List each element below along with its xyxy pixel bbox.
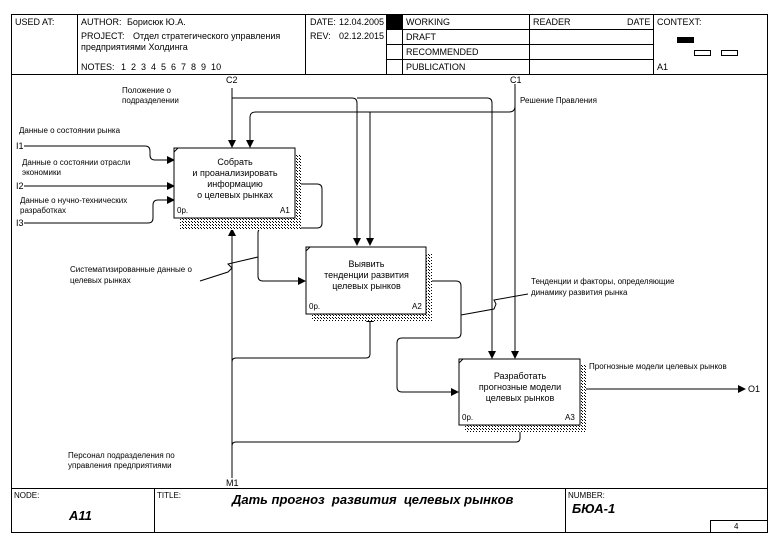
label-rynok: Данные о состоянии рынка: [19, 126, 121, 135]
node-value: A11: [69, 508, 92, 523]
box-a1-line: о целевых рынках: [197, 190, 273, 200]
box-a3-line: целевых рынков: [485, 393, 555, 403]
arrow-c1-branch-a1: [246, 105, 516, 148]
working-status-marker: [387, 15, 402, 29]
box-a1: [173, 147, 296, 219]
box-a3-line: Разработать: [493, 371, 547, 381]
page-number-box: [710, 520, 768, 533]
tunnel-m1: M1: [226, 478, 239, 488]
context-box-icon: [694, 50, 711, 56]
label-polozhenie: Положение о: [122, 86, 171, 95]
box-a2-number: A2: [412, 302, 422, 311]
footer-frame: [11, 488, 768, 533]
label-nauch: разработках: [20, 206, 67, 215]
project-value-line1: Отдел стратегического управления: [133, 31, 281, 41]
node-label: NODE:: [14, 491, 40, 500]
label-leader-tend: [460, 293, 529, 316]
arrow-m1-branch-a3: [231, 424, 524, 447]
number-value: БЮА-1: [572, 501, 616, 516]
label-personal: Персонал подразделения по: [68, 451, 175, 460]
status-publication: PUBLICATION: [406, 62, 466, 72]
label-prognoz: Прогнозные модели целевых рынков: [589, 362, 727, 371]
box-a1-cost: 0р.: [177, 206, 189, 215]
used-at-label: USED AT:: [15, 17, 55, 27]
tunnel-i2: I2: [16, 181, 24, 191]
label-nauch: Данные о нучно-технических: [20, 196, 128, 205]
reader-label: READER: [533, 17, 571, 27]
tunnel-c1: C1: [510, 75, 522, 85]
box-a3-cost: 0р.: [462, 413, 474, 422]
notes-label: NOTES:: [81, 62, 115, 72]
label-tend: Тенденции и факторы, определяющие: [531, 277, 675, 286]
arrow-c2-branch-a2: [232, 97, 361, 246]
author-value: Борисюк Ю.А.: [127, 17, 186, 27]
divider: [77, 14, 78, 75]
arrow-i1: [24, 145, 175, 164]
tunnel-o1: O1: [748, 384, 761, 394]
tunnel-c2: C2: [226, 75, 238, 85]
rev-label: REV:: [310, 31, 331, 41]
date-value: 12.04.2005: [339, 17, 385, 27]
status-recommended: RECOMMENDED: [406, 47, 479, 57]
box-a2: [305, 246, 427, 315]
status-working: WORKING: [406, 17, 450, 27]
box-a2-cost: 0р.: [309, 302, 321, 311]
arrow-i3: [24, 196, 175, 224]
label-reshenie: Решение Правления: [520, 96, 597, 105]
divider: [386, 59, 653, 60]
number-label: NUMBER:: [568, 491, 605, 500]
label-otrasl: экономики: [22, 168, 61, 177]
divider: [386, 29, 653, 30]
project-label: PROJECT:: [81, 31, 125, 41]
tunnel-i3: I3: [16, 218, 24, 228]
box-a1-number: A1: [280, 206, 290, 215]
status-draft: DRAFT: [406, 32, 436, 42]
divider: [653, 14, 654, 75]
context-label: CONTEXT:: [657, 17, 702, 27]
author-label: AUTHOR:: [81, 17, 122, 27]
rev-value: 02.12.2015: [339, 31, 385, 41]
diagram-frame: [11, 74, 768, 489]
reader-date-label: DATE: [627, 17, 651, 27]
label-tend: динамику развития рынка: [531, 288, 628, 297]
divider: [565, 488, 566, 533]
arrow-a2-to-a3: [396, 280, 462, 396]
date-label: DATE:: [310, 17, 336, 27]
box-a1-line: и проанализировать: [192, 168, 278, 178]
title-label: TITLE:: [157, 491, 182, 500]
box-a1-line: Собрать: [217, 157, 253, 167]
label-sistem: целевых рынках: [70, 276, 131, 285]
tunnel-i1: I1: [16, 141, 24, 151]
label-polozhenie: подразделении: [122, 96, 179, 105]
label-personal: управления предприятиями: [68, 461, 172, 470]
box-a2-line: тенденции развития: [324, 270, 409, 280]
context-node: A1: [657, 62, 669, 72]
divider: [305, 14, 306, 75]
box-a3-number: A3: [565, 413, 575, 422]
notes-value: 1 2 3 4 5 6 7 8 9 10: [121, 62, 222, 72]
project-value-line2: предприятиями Холдинга: [81, 42, 188, 52]
arrow-c2-branch-a3: [357, 97, 496, 359]
box-a2-line: целевых рынков: [332, 281, 401, 291]
label-otrasl: Данные о состоянии отрасли: [22, 158, 131, 167]
box-a3-title[interactable]: Разработать прогнозные модели целевых ры…: [460, 371, 580, 404]
header-frame: [11, 14, 768, 75]
label-sistem: Систематизированные данные о: [70, 265, 192, 274]
box-a1-title[interactable]: Собрать и проанализировать информацию о …: [175, 157, 295, 201]
arrow-m1-branch-a2: [231, 314, 374, 363]
box-a3: [458, 358, 581, 426]
context-box-icon: [721, 50, 738, 56]
page-number: 4: [734, 522, 739, 531]
diagram-title: Дать прогноз развития целевых рынков: [232, 492, 514, 507]
box-a2-title[interactable]: Выявить тенденции развития целевых рынко…: [307, 259, 426, 292]
context-active-box-icon: [677, 37, 694, 43]
divider: [386, 44, 653, 45]
box-a1-line: информацию: [207, 179, 263, 189]
divider: [154, 488, 155, 533]
label-leader-sistem: [199, 256, 259, 282]
box-a2-line: Выявить: [348, 259, 385, 269]
box-a3-line: прогнозные модели: [478, 382, 562, 392]
